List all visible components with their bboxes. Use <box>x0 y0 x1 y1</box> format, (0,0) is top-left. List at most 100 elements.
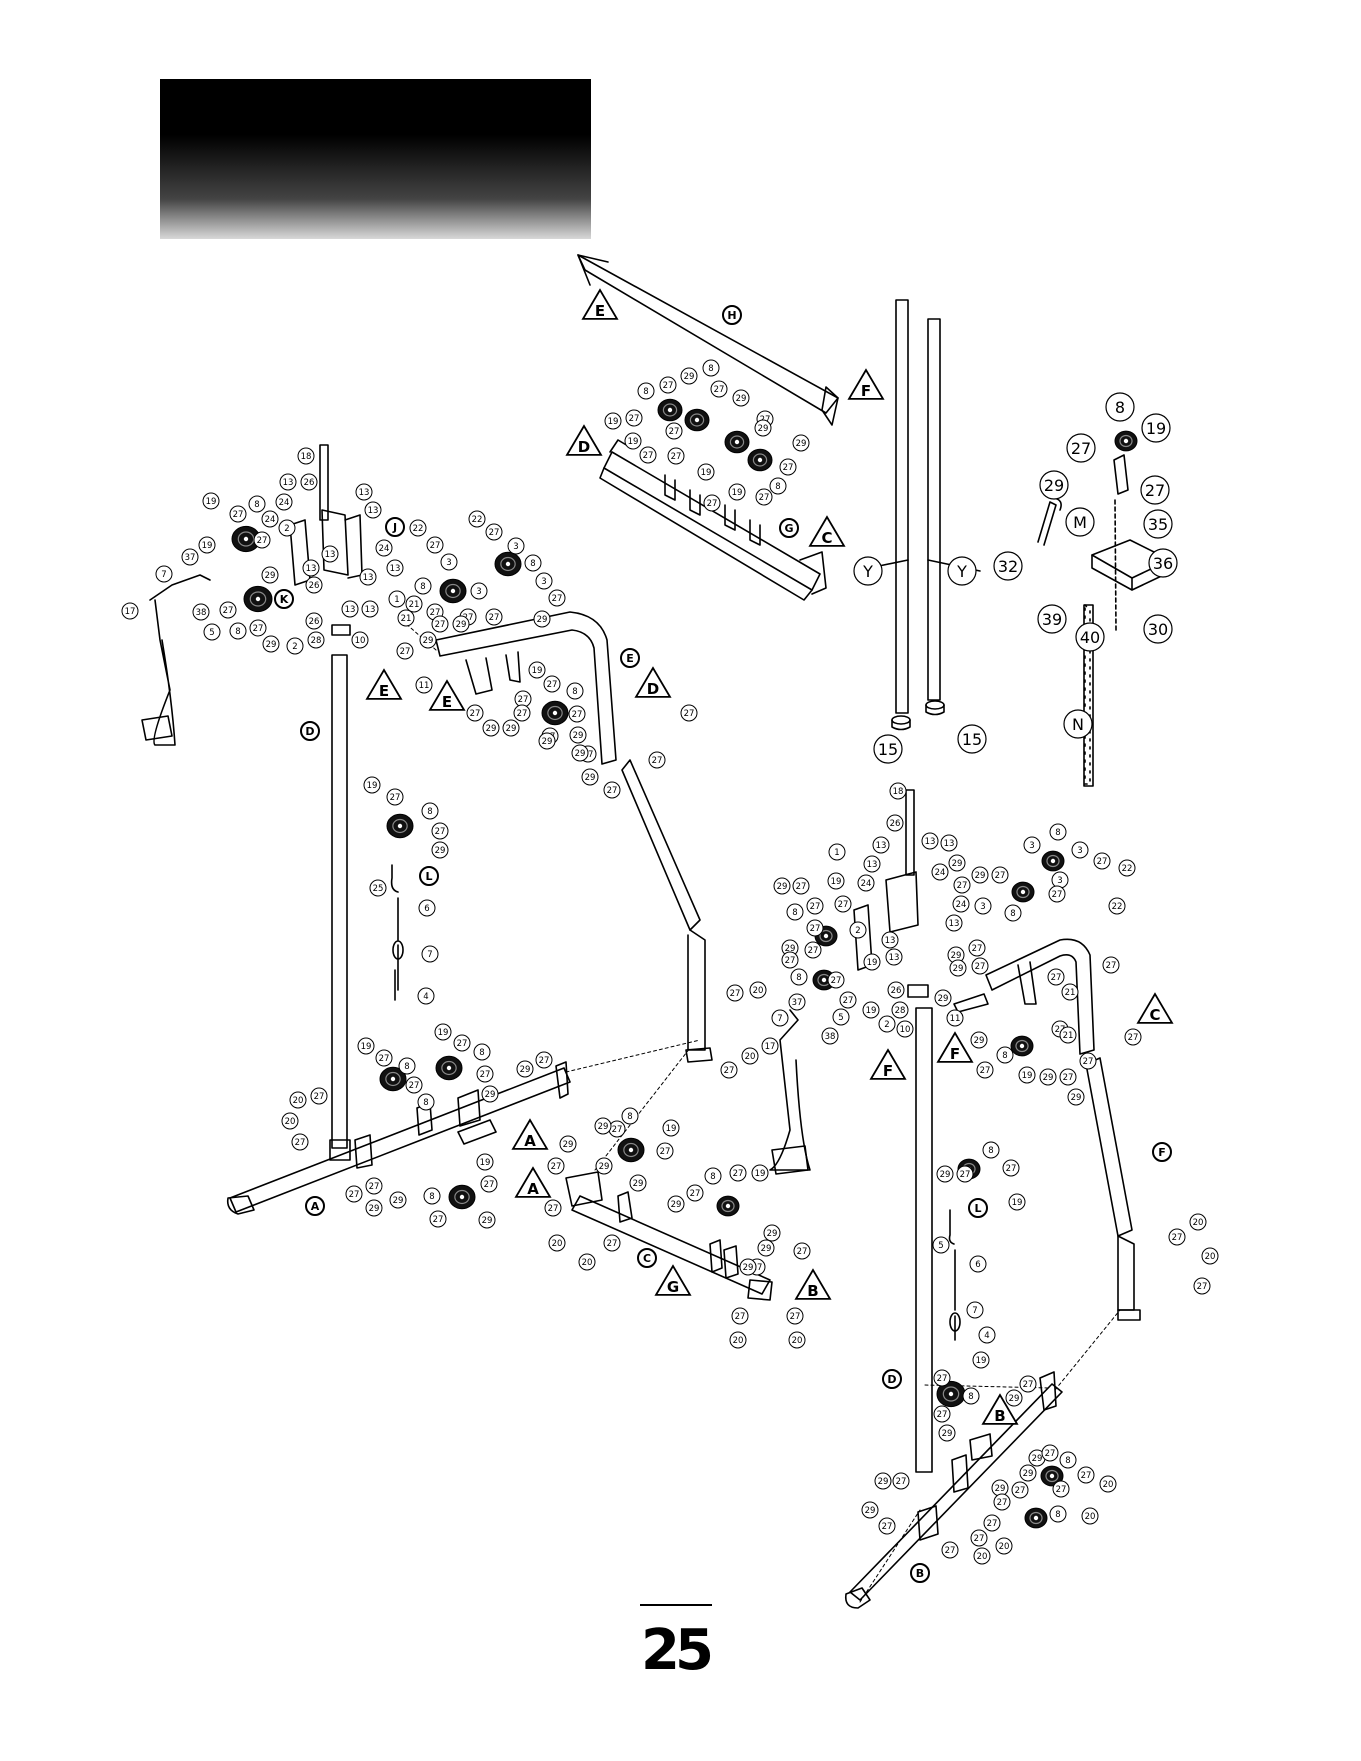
part-callout: 3 <box>440 553 458 571</box>
part-number: 20 <box>293 1096 304 1106</box>
part-number: 27 <box>547 680 558 690</box>
part-callout: 3 <box>1051 871 1069 889</box>
part-callout: 20 <box>749 981 767 999</box>
part-callout: 2 <box>278 519 296 537</box>
part-number: 29 <box>953 964 964 974</box>
part-callout: 11 <box>946 1009 964 1027</box>
part-callout: 19 <box>604 412 622 430</box>
part-callout: 27 <box>375 1049 393 1067</box>
part-number: 38 <box>825 1032 836 1042</box>
assembly-letter-callout: F <box>1152 1142 1172 1162</box>
part-number: 27 <box>1045 1449 1056 1459</box>
part-callout: 27 <box>839 991 857 1009</box>
part-number: 29 <box>736 394 747 404</box>
part-callout: 27 <box>1002 1159 1020 1177</box>
part-callout: 6 <box>969 1255 987 1273</box>
part-number: 26 <box>890 819 901 829</box>
part-callout: 11 <box>415 676 433 694</box>
connection-triangle: F <box>936 1031 974 1063</box>
part-number: 13 <box>325 550 336 560</box>
part-number: 8 <box>792 908 797 918</box>
assembly-letter: L <box>425 870 432 883</box>
part-callout: 27 <box>792 877 810 895</box>
part-number: 27 <box>548 1204 559 1214</box>
part-number: 27 <box>785 956 796 966</box>
part-callout: 29 <box>970 1031 988 1049</box>
part-number: 27 <box>349 1190 360 1200</box>
part-callout: 20 <box>729 1331 747 1349</box>
part-callout: 29 <box>1019 1464 1037 1482</box>
part-callout: 5 <box>832 1008 850 1026</box>
part-callout: 27 <box>703 494 721 512</box>
part-number: 27 <box>435 620 446 630</box>
part-callout: 29 <box>262 635 280 653</box>
part-callout: 29 <box>1067 1088 1085 1106</box>
part-callout: 24 <box>375 539 393 557</box>
part-number: 19 <box>628 437 639 447</box>
part-callout: 8 <box>1049 1505 1067 1523</box>
assembly-letter-callout: G <box>779 518 799 538</box>
part-callout: 29 <box>757 1239 775 1257</box>
connection-letter: F <box>883 1062 893 1080</box>
connection-letter: E <box>379 682 389 700</box>
part-number: 27 <box>484 1180 495 1190</box>
part-number: 26 <box>891 986 902 996</box>
part-number: 19 <box>438 1028 449 1038</box>
part-number: 27 <box>257 536 268 546</box>
part-number: 29 <box>767 1229 778 1239</box>
part-callout: 27 <box>513 704 531 722</box>
part-number: 27 <box>974 1534 985 1544</box>
connection-triangle: A <box>514 1166 552 1198</box>
part-callout: 27 <box>680 704 698 722</box>
connection-triangle: B <box>794 1268 832 1300</box>
part-number: 29 <box>785 944 796 954</box>
part-number: 24 <box>956 900 967 910</box>
connection-letter: A <box>527 1180 539 1198</box>
part-callout: 29 <box>569 726 587 744</box>
part-number: 3 <box>1029 841 1034 851</box>
part-callout: 29 <box>861 1501 879 1519</box>
part-number: 29 <box>878 1477 889 1487</box>
part-number: 22 <box>413 524 424 534</box>
assembly-letter-callout: H <box>722 305 742 325</box>
part-callout: 8 <box>769 477 787 495</box>
part-number: 8 <box>708 364 713 374</box>
part-callout: 27 <box>786 1307 804 1325</box>
part-number: 21 <box>1063 1031 1074 1041</box>
part-callout: 24 <box>857 874 875 892</box>
pulley-wheel <box>684 408 710 432</box>
part-callout: 29 <box>792 434 810 452</box>
part-callout: 27 <box>731 1307 749 1325</box>
part-callout-large: 15 <box>873 734 903 764</box>
assembly-letter-callout: L <box>968 1198 988 1218</box>
part-number: 27 <box>629 414 640 424</box>
part-number: 27 <box>733 1169 744 1179</box>
part-number: 28 <box>311 636 322 646</box>
part-callout-large: Y <box>947 556 977 586</box>
part-callout: 27 <box>1102 956 1120 974</box>
part-callout-large: 30 <box>1143 614 1173 644</box>
part-callout: 27 <box>1079 1052 1097 1070</box>
part-callout: 29 <box>936 1165 954 1183</box>
part-number: 13 <box>368 506 379 516</box>
part-callout: 27 <box>665 422 683 440</box>
part-callout: 29 <box>559 1135 577 1153</box>
part-callout: 38 <box>192 603 210 621</box>
assembly-letter: G <box>784 522 793 535</box>
part-number: 29 <box>506 724 517 734</box>
part-callout: 8 <box>982 1141 1000 1159</box>
part-number: 20 <box>1193 1218 1204 1228</box>
part-number: 2 <box>884 1020 889 1030</box>
part-number: 5 <box>838 1013 843 1023</box>
part-callout: 13 <box>364 501 382 519</box>
part-callout: 29 <box>680 367 698 385</box>
part-callout: 5 <box>932 1236 950 1254</box>
part-callout: 27 <box>431 615 449 633</box>
part-callout: 27 <box>1041 1444 1059 1462</box>
part-number: 19 <box>1012 1198 1023 1208</box>
pulley-layer <box>231 398 1138 1529</box>
part-number: 35 <box>1148 515 1168 534</box>
part-callout: 27 <box>310 1087 328 1105</box>
part-callout: 38 <box>821 1027 839 1045</box>
